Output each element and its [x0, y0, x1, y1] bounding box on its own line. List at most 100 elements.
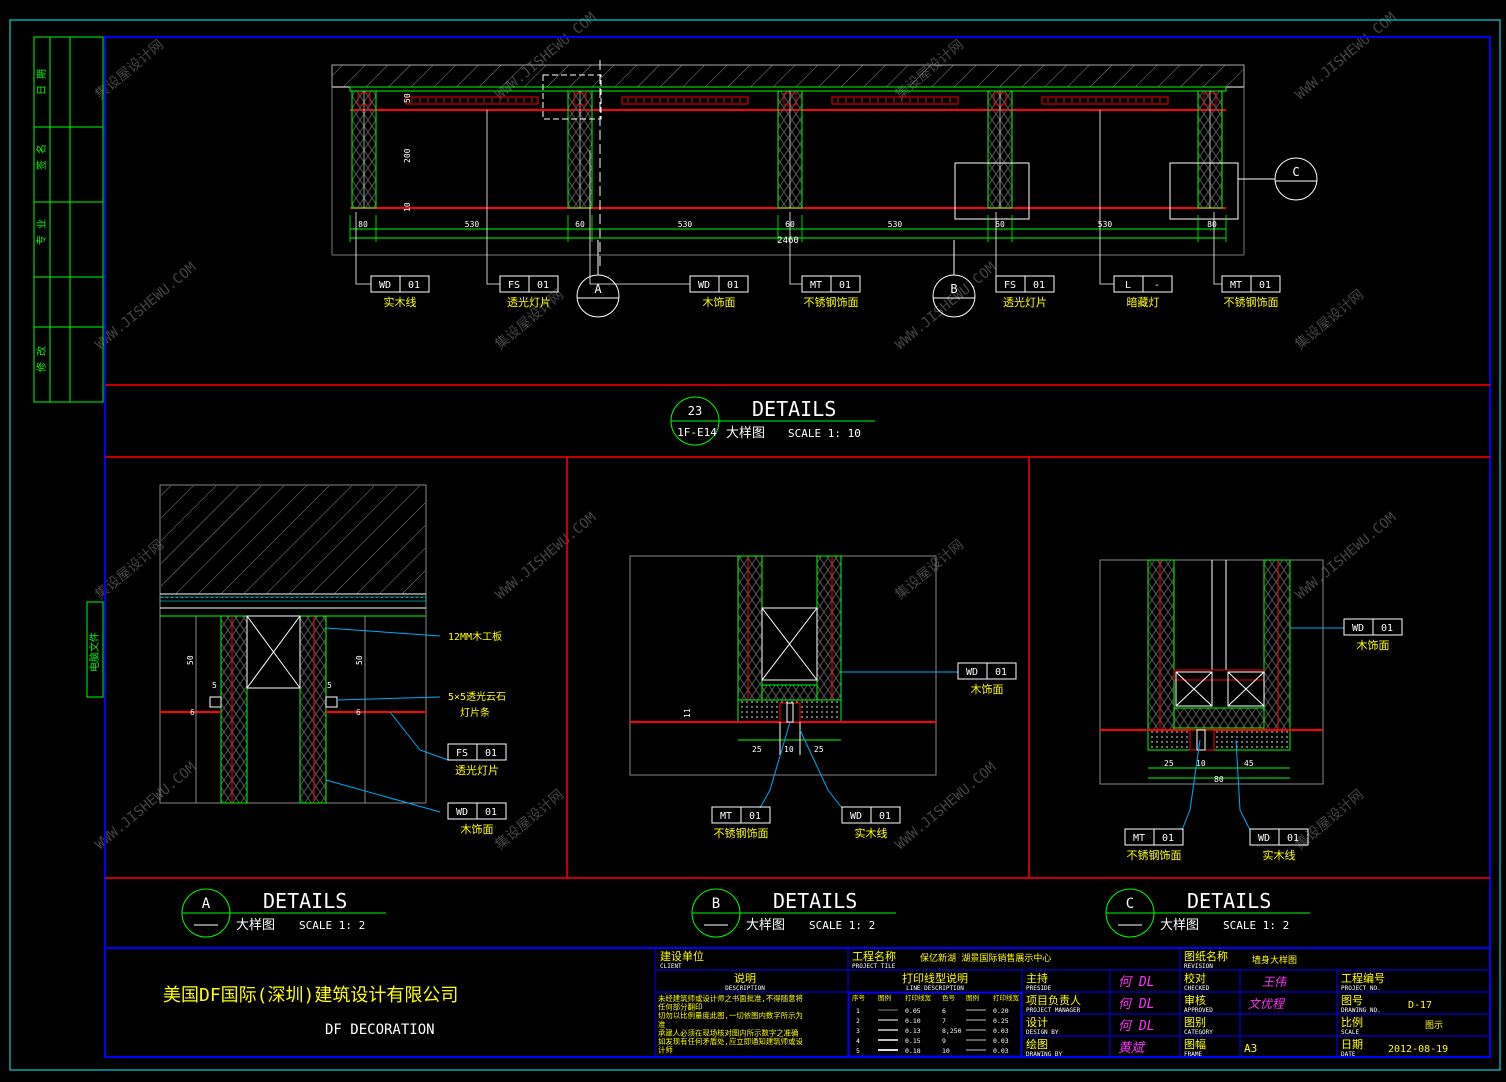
tag-number: 01 [408, 280, 420, 291]
detail-a-heading: DETAILS [263, 889, 347, 913]
tag-code: MT [1133, 833, 1145, 844]
dim-segment: 530 [465, 220, 480, 229]
detail-b-cn: 大样图 [746, 918, 785, 933]
tag-description: 不锈钢饰面 [1224, 295, 1279, 309]
tag-number: 01 [1033, 280, 1045, 291]
project-no-label-en: PROJECT NO. [1341, 985, 1381, 992]
line-row-width: 0.05 [905, 1007, 921, 1015]
watermark-text: WWW.JISHEWU.COM [892, 760, 999, 854]
watermark-text: WWW.JISHEWU.COM [92, 760, 199, 854]
tag-description: 实木线 [855, 826, 888, 840]
date-value: 2012-08-19 [1388, 1044, 1448, 1055]
tag-description: 实木线 [384, 295, 417, 309]
sidebar-label-revision: 修 改 [35, 346, 48, 372]
frame-label-cn: 图幅 [1184, 1038, 1206, 1051]
detail-a-title: A DETAILS 大样图 SCALE 1: 2 [181, 888, 386, 938]
tag-code: MT [720, 811, 732, 822]
top-tag-0: WD 01 实木线 [355, 212, 430, 309]
main-detail-heading: DETAILS [752, 397, 836, 421]
tag-number: 01 [749, 811, 761, 822]
tag-number: 01 [879, 811, 891, 822]
project-name: 保亿新湖 湖景国际销售展示中心 [920, 952, 1051, 964]
main-detail-ref: 1F-E14 [677, 426, 717, 439]
line-row-index: 4 [856, 1037, 860, 1045]
line-row-index: 1 [856, 1007, 860, 1015]
line-row-index: 2 [856, 1017, 860, 1025]
note-line: 任何部分翻印 [658, 1003, 702, 1012]
project-label-en: PROJECT TILE [852, 963, 896, 970]
sidebar-label-discipline: 专 业 [35, 219, 48, 245]
dim-segment: 530 [1098, 220, 1113, 229]
tag-code: FS [1004, 280, 1016, 291]
tag-number: 01 [537, 280, 549, 291]
tag-code: WD [966, 667, 978, 678]
light-panel [1041, 96, 1169, 105]
drawing-frame [9, 19, 1501, 1071]
line-col-header: 打印线宽 [905, 993, 932, 1002]
detail-c-dim-2: 10 [1196, 759, 1206, 768]
approved-label-cn: 审核 [1184, 993, 1206, 1007]
light-panel [405, 96, 539, 105]
checked-label-en: CHECKED [1184, 985, 1210, 992]
watermark-text: 集设屋设计网 [1292, 286, 1367, 353]
bubble-a-label: A [594, 282, 602, 296]
dim-segment: 530 [678, 220, 693, 229]
drawing-no-value: D-17 [1408, 1000, 1432, 1011]
tag-number: 01 [995, 667, 1007, 678]
line-row-width2: 0.25 [993, 1017, 1009, 1025]
detail-a-dim-1: 50 [186, 655, 195, 665]
role-signature: 何 DL [1118, 975, 1154, 990]
detail-b-heading: DETAILS [773, 889, 857, 913]
tag-number: - [1154, 280, 1160, 291]
watermark-text: WWW.JISHEWU.COM [892, 260, 999, 354]
tag-number: 01 [727, 280, 739, 291]
main-detail-title: 23 1F-E14 DETAILS 大样图 SCALE 1: 10 [670, 396, 875, 446]
drawing-no-label-en: DRAWING NO. [1341, 1007, 1381, 1014]
sidebar-label-sign: 签 名 [35, 144, 48, 170]
tag-code: WD [379, 280, 391, 291]
tag-code: FS [456, 748, 468, 759]
role-label-en: DRAWING BY [1026, 1051, 1063, 1058]
dim-segment: 60 [575, 220, 585, 229]
detail-c-dim-4: 80 [1214, 775, 1224, 784]
tag-code: WD [698, 280, 710, 291]
line-row-width2: 0.03 [993, 1027, 1009, 1035]
detail-b-scale: SCALE 1: 2 [809, 919, 875, 932]
note-line: 计师 [658, 1046, 673, 1055]
tag-number: 01 [839, 280, 851, 291]
note-line: 如发现有任何矛盾处,应立即通知建筑师或设 [658, 1037, 803, 1046]
detail-a-note-strip: 灯片条 [460, 706, 490, 719]
project-no-label-cn: 工程编号 [1341, 971, 1385, 985]
line-row-color: 6 [942, 1007, 946, 1015]
detail-c-bubble: C [1126, 896, 1134, 912]
scale-label-en: SCALE [1341, 1029, 1359, 1036]
bubble-b-label: B [950, 282, 957, 296]
line-row-index: 5 [856, 1047, 860, 1055]
watermark-text: WWW.JISHEWU.COM [492, 510, 599, 604]
note-line: 承建人必须在现场核对图内所示数字之准确 [658, 1028, 798, 1037]
main-detail-cn: 大样图 [726, 426, 765, 441]
category-label-cn: 图别 [1184, 1016, 1206, 1029]
client-label-en: CLIENT [660, 963, 682, 970]
section-bubble-b: B [932, 240, 976, 318]
tag-code: L [1125, 280, 1131, 291]
detail-b-dim-2: 10 [784, 745, 794, 754]
detail-b-title: B DETAILS 大样图 SCALE 1: 2 [691, 888, 896, 938]
detail-a-bubble: A [202, 896, 211, 912]
date-label-en: DATE [1341, 1051, 1356, 1058]
dim-segment: 530 [888, 220, 903, 229]
dim-total: 2460 [777, 236, 799, 246]
